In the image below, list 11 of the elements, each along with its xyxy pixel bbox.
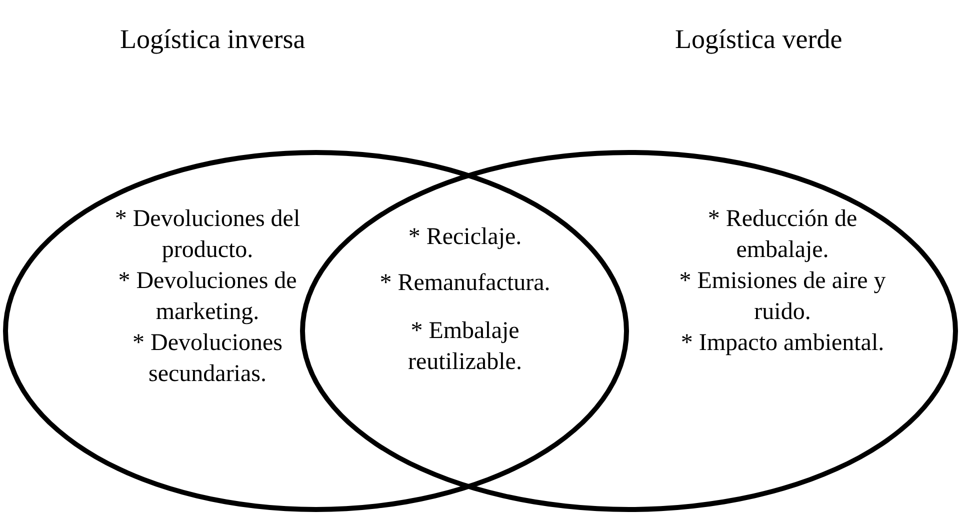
bullet-item: * Devoluciones de marketing. bbox=[117, 267, 298, 327]
bullet-item: * Devoluciones del producto. bbox=[114, 205, 302, 265]
set-heading: Logística inversa bbox=[120, 23, 306, 56]
bullet-item: * Devoluciones secundarias. bbox=[132, 329, 284, 389]
set-heading: Logística verde bbox=[675, 23, 842, 56]
bullet-item: * Emisiones de aire y ruido. bbox=[678, 267, 887, 327]
bullet-item: * Reducción de embalaje. bbox=[706, 205, 858, 265]
bullet-item: * Remanufactura. bbox=[378, 269, 552, 298]
bullet-item: * Impacto ambiental. bbox=[680, 329, 886, 358]
bullet-item: * Reciclaje. bbox=[407, 223, 523, 252]
bullet-item: * Embalaje reutilizable. bbox=[407, 317, 523, 377]
